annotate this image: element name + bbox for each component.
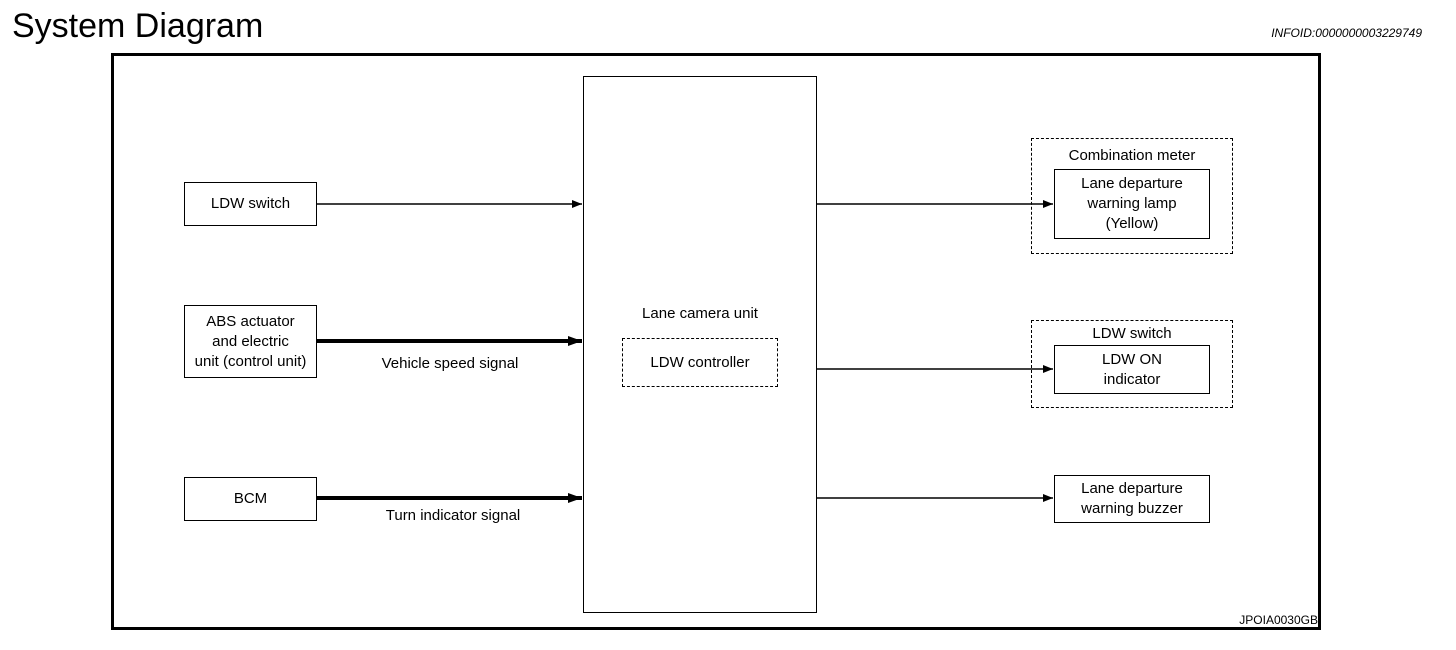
ldw-switch-box: LDW switch [184, 182, 317, 226]
page-title: System Diagram [12, 7, 264, 45]
warning-buzzer-box: Lane departure warning buzzer [1054, 475, 1210, 523]
lane-camera-unit-label: Lane camera unit [642, 305, 758, 322]
diagram-frame [111, 53, 1321, 630]
ldw-on-indicator-box: LDW ON indicator [1054, 345, 1210, 394]
ldw-switch-group [1031, 320, 1233, 408]
vehicle-speed-signal-label: Vehicle speed signal [381, 355, 519, 372]
turn-indicator-signal-label: Turn indicator signal [385, 507, 521, 524]
warning-lamp-box: Lane departure warning lamp (Yellow) [1054, 169, 1210, 239]
ldw-switch-group-label: LDW switch [1092, 325, 1172, 342]
ldw-controller-box: LDW controller [622, 338, 778, 387]
combination-meter-label: Combination meter [1068, 147, 1196, 164]
bcm-box: BCM [184, 477, 317, 521]
info-id: INFOID:0000000003229749 [1271, 26, 1422, 40]
figure-id: JPOIA0030GB [1239, 613, 1318, 627]
combination-meter-group [1031, 138, 1233, 254]
abs-actuator-box: ABS actuator and electric unit (control … [184, 305, 317, 378]
